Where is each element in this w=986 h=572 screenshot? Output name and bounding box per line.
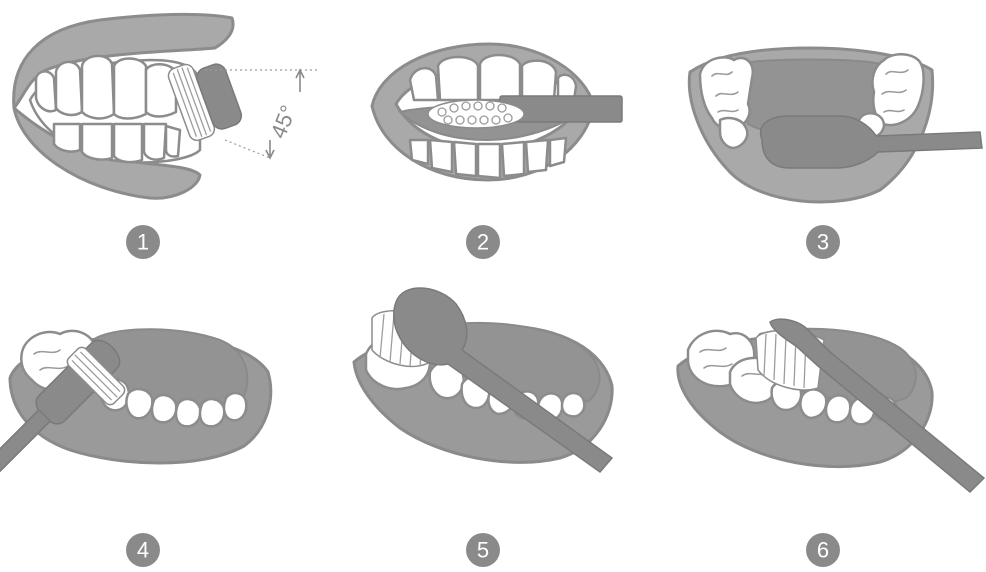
toothbrush-handle [0, 410, 50, 520]
step-number-3: 3 [817, 230, 829, 255]
step-3-illustration [689, 48, 982, 202]
step-badge-1: 1 [126, 225, 160, 259]
step-6-illustration [678, 319, 984, 492]
step-badge-2: 2 [466, 225, 500, 259]
step-number-5: 5 [477, 538, 489, 563]
angle-label: 45° [265, 102, 301, 142]
step-badge-5: 5 [466, 533, 500, 567]
step-badge-4: 4 [126, 533, 160, 567]
step-1-illustration: 45° [14, 14, 318, 198]
step-2-illustration [372, 44, 622, 180]
step-number-6: 6 [817, 538, 829, 563]
step-4-illustration [0, 329, 271, 527]
step-number-4: 4 [137, 538, 149, 563]
step-badge-6: 6 [806, 533, 840, 567]
step-number-1: 1 [137, 230, 149, 255]
step-5-illustration [354, 288, 612, 472]
step-badge-3: 3 [806, 225, 840, 259]
step-number-2: 2 [477, 230, 489, 255]
